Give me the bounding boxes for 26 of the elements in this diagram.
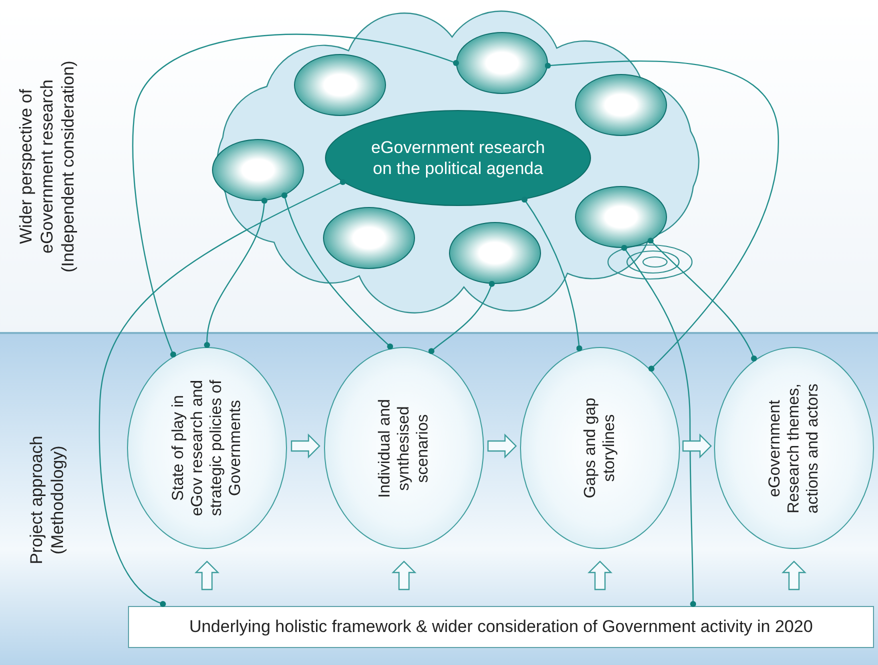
- hollow-arrow: [392, 560, 416, 590]
- hollow-arrow: [682, 434, 712, 458]
- hollow-arrow: [194, 560, 220, 590]
- framework-box: [128, 606, 874, 648]
- connector-line: [132, 34, 459, 358]
- stage-label: eGovernment Research themes, actions and actors: [766, 382, 822, 515]
- hollow-arrow: [782, 560, 806, 590]
- connector-line: [204, 198, 268, 348]
- band-panel: [0, 332, 878, 665]
- connector-line: [98, 179, 346, 607]
- connector-line: [648, 238, 757, 362]
- band-label: Project approach (Methodology): [26, 434, 68, 566]
- hollow-arrow: [487, 434, 517, 458]
- hollow-arrow: [588, 560, 612, 590]
- connector-line: [281, 192, 394, 350]
- stage-label: Individual and synthesised scenarios: [376, 398, 432, 500]
- connector-line: [544, 60, 779, 372]
- topic-label: eGovernment research on the political agenda: [370, 137, 546, 179]
- connector-line: [428, 280, 495, 354]
- framework-label: Underlying holistic framework & wider consideration of Government activity in 2020: [189, 616, 813, 638]
- hollow-arrow: [290, 434, 320, 458]
- stage-label: Gaps and gap storylines: [581, 396, 619, 500]
- stage-label: State of play in eGov research and strategic policies of Governments: [169, 379, 245, 517]
- connector-line: [621, 244, 696, 607]
- connector-line: [522, 196, 582, 352]
- band-label: Wider perspective of eGovernment research (Independent consideration): [16, 59, 78, 274]
